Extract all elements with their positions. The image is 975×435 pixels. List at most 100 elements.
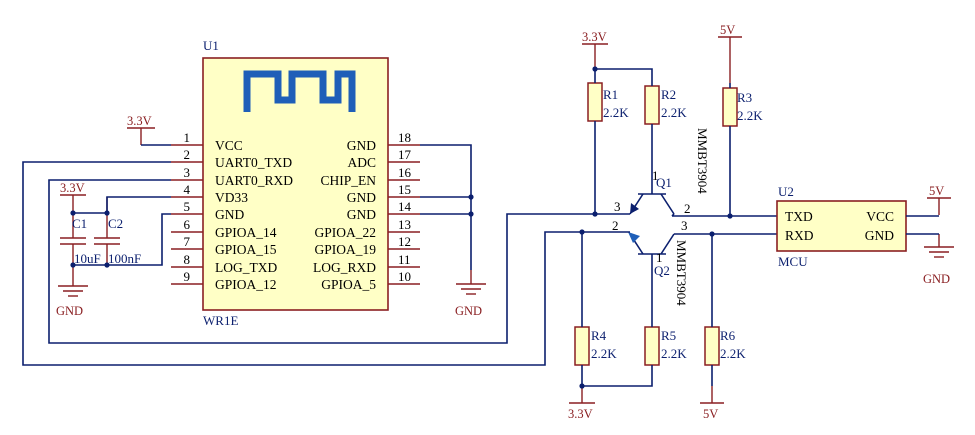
resistor-body [704, 326, 720, 366]
power-label: 3.3V [568, 407, 593, 421]
q-emitter [660, 233, 675, 255]
pin-number: 5 [184, 199, 191, 214]
q-pin-1: 1 [652, 168, 659, 183]
q-pin-3: 3 [614, 199, 621, 214]
resistor-body [644, 85, 660, 125]
q-part: MMBT3904 [674, 240, 689, 306]
q-collector [660, 193, 675, 215]
power-label: 3.3V [60, 181, 85, 195]
resistor-r2: R2 2.2K [644, 85, 687, 125]
wire [106, 196, 171, 213]
q-pin-3: 3 [681, 218, 688, 233]
q-ref: Q2 [654, 263, 670, 278]
pin-name: GND [347, 190, 376, 205]
gnd-mcu: GND [923, 234, 954, 286]
pin-name: LOG_TXD [215, 260, 277, 275]
transistor-q1: 1 2 3 Q1 MMBT3904 [595, 128, 710, 217]
pin-number: 10 [398, 269, 411, 284]
mcu-u2: U2 TXD RXD VCC GND MCU [776, 184, 907, 269]
pin-name: GPIOA_19 [314, 242, 376, 257]
wire-gnd-18 [420, 144, 472, 270]
pwr-5v-mcu: 5V [927, 184, 951, 215]
pin-number: 9 [184, 269, 191, 284]
capacitor-c1: C1 10uF [60, 213, 101, 266]
u1-ref: U1 [203, 38, 219, 53]
u2-ref: U2 [778, 184, 794, 199]
pin-number: 6 [184, 217, 191, 232]
pin-name: VCC [215, 138, 243, 153]
q-part: MMBT3904 [695, 128, 710, 194]
resistor-r4: R4 2.2K [574, 326, 617, 366]
cap-value: 10uF [74, 251, 101, 266]
power-label: 5V [703, 407, 718, 421]
pin-name: ADC [347, 155, 376, 170]
u1-right-pins: 18 17 16 15 14 13 12 11 10 GND ADC CHIP_… [313, 130, 420, 292]
resistor-ref: R3 [737, 90, 752, 105]
resistor-value: 2.2K [661, 346, 687, 361]
q-pin-1: 1 [656, 250, 663, 265]
q-ref: Q1 [656, 175, 672, 190]
pin-number: 12 [398, 234, 411, 249]
power-label: 3.3V [127, 114, 152, 128]
pin-number: 16 [398, 165, 412, 180]
resistor-r5: R5 2.2K [644, 326, 687, 366]
gnd-label: GND [923, 272, 950, 286]
pin-name: GPIOA_22 [314, 225, 376, 240]
resistor-value: 2.2K [591, 346, 617, 361]
u2-name: MCU [778, 254, 808, 269]
pin-name: GPIOA_15 [215, 242, 277, 257]
junction-dot [104, 262, 110, 268]
pwr-5v-bottom: 5V [700, 386, 724, 421]
module-u1: U1 WR1E 1 2 3 4 5 6 7 8 9 VCC UART0_TXD [171, 38, 420, 328]
resistor-value: 2.2K [720, 346, 746, 361]
resistor-body [587, 82, 603, 122]
cap-ref: C1 [72, 216, 87, 231]
pin-number: 2 [184, 147, 191, 162]
q-arrow-icon [630, 203, 639, 214]
wire-uart-txd [22, 161, 582, 366]
resistor-r6: R6 2.2K [704, 326, 746, 366]
cap-ref: C2 [108, 216, 123, 231]
junction-dot [468, 211, 474, 217]
resistor-value: 2.2K [603, 105, 629, 120]
resistor-body [722, 87, 738, 127]
junction-dot [468, 194, 474, 200]
pin-name: UART0_TXD [215, 155, 292, 170]
resistor-ref: R1 [603, 87, 618, 102]
pin-name: UART0_RXD [215, 173, 293, 188]
pin-number: 3 [184, 165, 191, 180]
u1-left-pins: 1 2 3 4 5 6 7 8 9 VCC UART0_TXD UART0_RX… [171, 130, 293, 292]
resistor-r3: R3 2.2K [722, 87, 763, 127]
wire-uart-rxd [48, 179, 595, 344]
pin-name: CHIP_EN [320, 173, 376, 188]
resistor-body [574, 326, 590, 366]
pin-name: GPIOA_5 [321, 277, 376, 292]
u2-pin-rxd: RXD [785, 228, 814, 243]
pin-number: 17 [398, 147, 412, 162]
junction-dot [70, 210, 76, 216]
u2-pin-gnd: GND [865, 228, 894, 243]
pin-name: GND [347, 138, 376, 153]
pwr-3v3-bottom: 3.3V [568, 386, 595, 421]
pin-number: 14 [398, 199, 412, 214]
q-pin-2: 2 [612, 218, 619, 233]
pin-number: 1 [184, 130, 191, 145]
pin-name: LOG_RXD [313, 260, 376, 275]
junction-dot [104, 210, 110, 216]
pin-name: VD33 [215, 190, 248, 205]
pin-number: 13 [398, 217, 411, 232]
pin-name: GPIOA_14 [215, 225, 277, 240]
pin-number: 7 [184, 234, 191, 249]
pin-number: 4 [184, 182, 191, 197]
antenna-logo-icon [243, 70, 356, 112]
pin-name: GND [215, 207, 244, 222]
pin-number: 15 [398, 182, 411, 197]
q-arrow-icon [628, 232, 640, 243]
pwr-3v3-u1: 3.3V [127, 114, 155, 145]
gnd-u1: GND [455, 270, 486, 318]
u2-pin-vcc: VCC [866, 209, 894, 224]
u2-pin-txd: TXD [785, 209, 813, 224]
resistor-ref: R4 [591, 328, 607, 343]
q-pin-2: 2 [684, 201, 691, 216]
